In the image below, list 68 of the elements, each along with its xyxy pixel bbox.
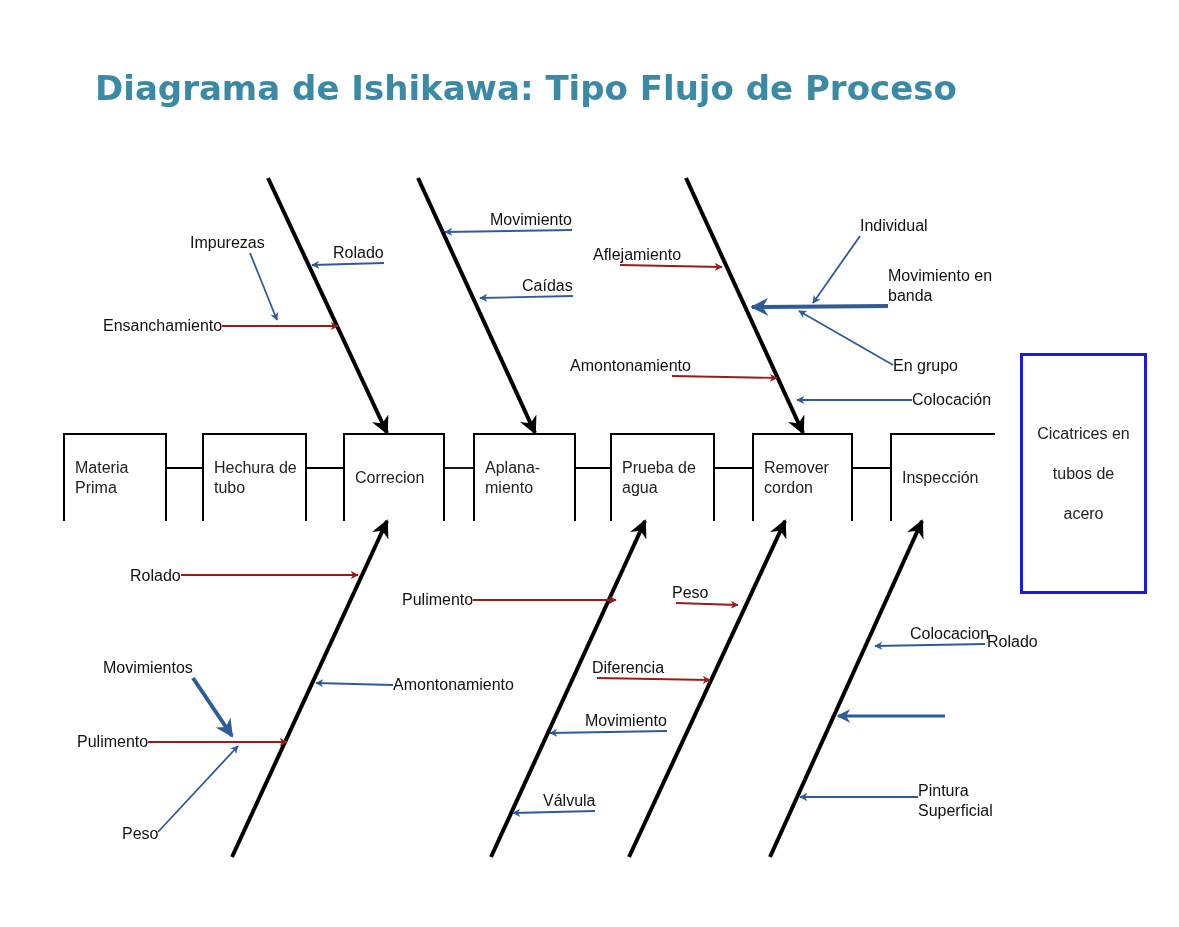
connector-line <box>166 467 203 469</box>
process-box: Inspección <box>890 433 995 521</box>
arrow <box>479 293 574 302</box>
cause-label: Rolado <box>333 243 384 263</box>
arrow <box>157 745 239 833</box>
cause-label: En grupo <box>893 356 958 376</box>
arrow <box>489 519 647 858</box>
cause-label: Amontonamiento <box>393 675 514 695</box>
cause-label: Movimientos <box>103 658 193 678</box>
arrow <box>230 519 389 858</box>
cause-label: Rolado <box>987 633 1038 652</box>
arrow <box>512 808 596 817</box>
cause-label: Rolado <box>130 566 181 586</box>
process-box: Remover cordon <box>752 433 853 521</box>
process-box: Correcion <box>343 433 445 521</box>
cause-label: Colocación <box>912 390 992 410</box>
effect-box: Cicatrices en tubos de acero <box>1020 353 1147 594</box>
cause-label: Movimiento <box>585 711 667 731</box>
arrow <box>311 260 385 269</box>
cause-label: Impurezas <box>190 233 265 253</box>
cause-label: Válvula <box>543 791 596 811</box>
arrow <box>799 792 919 802</box>
title: Diagrama de Ishikawa: Tipo Flujo de Proceso <box>95 68 957 108</box>
arrow <box>874 641 986 650</box>
arrow <box>812 235 861 304</box>
arrow <box>472 595 617 605</box>
cause-label: Movimiento <box>490 210 572 230</box>
connector-line <box>575 467 611 469</box>
arrow <box>768 519 924 858</box>
cause-label: Amontonamiento <box>570 356 691 376</box>
cause-label: Pulimento <box>77 732 149 752</box>
arrow <box>147 737 288 747</box>
arrow <box>671 373 778 382</box>
arrow <box>249 252 279 321</box>
arrow <box>315 679 394 688</box>
arrow <box>619 262 723 271</box>
cause-label: Ensanchamiento <box>103 316 223 336</box>
cause-label: Movimiento en banda <box>888 266 1028 306</box>
arrow <box>675 600 739 609</box>
arrow <box>796 395 913 405</box>
process-box: Aplana- miento <box>473 433 576 521</box>
arrow <box>180 570 359 580</box>
connector-line <box>444 467 474 469</box>
cause-label: Pulimento <box>402 590 474 610</box>
process-box: Hechura de tubo <box>202 433 307 521</box>
connector-line <box>306 467 344 469</box>
cause-label: Caídas <box>522 276 573 296</box>
arrow <box>221 321 339 331</box>
arrow <box>596 675 711 684</box>
arrow <box>684 177 805 435</box>
arrow <box>416 177 537 435</box>
cause-label: Individual <box>860 216 928 236</box>
arrow <box>798 310 894 366</box>
arrow <box>191 676 234 738</box>
arrow <box>266 177 389 435</box>
arrow <box>750 297 888 316</box>
arrow <box>627 519 787 858</box>
cause-label: Peso <box>122 824 159 844</box>
connector-line <box>714 467 753 469</box>
cause-label: Diferencia <box>592 658 665 678</box>
arrow <box>444 227 573 236</box>
process-box: Materia Prima <box>63 433 167 521</box>
arrow <box>549 728 668 737</box>
connector-line <box>852 467 891 469</box>
process-box: Prueba de agua <box>610 433 715 521</box>
cause-label: Peso <box>672 583 709 603</box>
cause-label: Pintura Superficial <box>918 781 1028 821</box>
cause-label: Aflejamiento <box>593 245 682 265</box>
